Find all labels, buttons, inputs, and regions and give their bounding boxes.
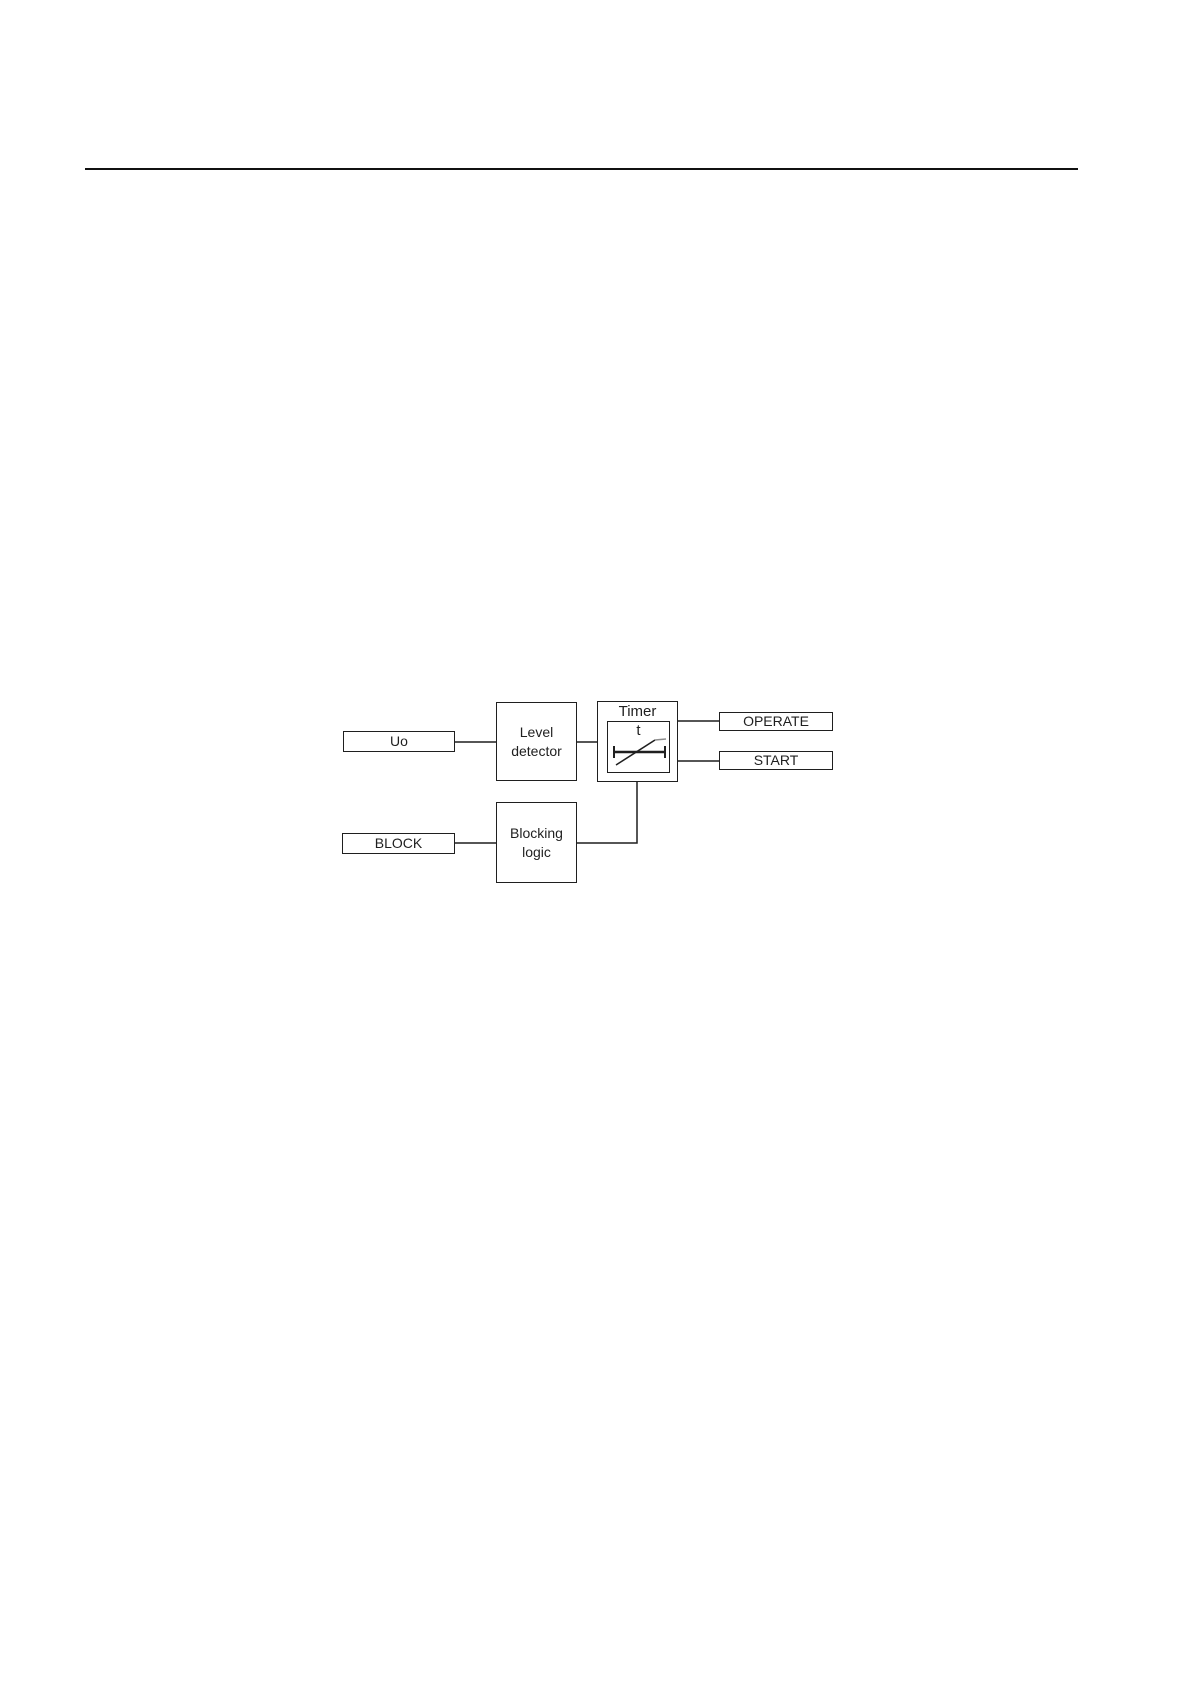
blocking-logic-label: Blocking logic (510, 824, 563, 860)
uo-input-box: Uo (343, 731, 455, 752)
level-detector-label: Level detector (511, 723, 562, 759)
start-output-box: START (719, 751, 833, 770)
start-output-label: START (753, 752, 799, 768)
timer-t-label: t (636, 722, 641, 739)
level-detector-block: Level detector (496, 702, 577, 781)
blocking-logic-block: Blocking logic (496, 802, 577, 883)
operate-output-box: OPERATE (719, 712, 833, 731)
uo-input-label: Uo (390, 733, 408, 749)
timer-block: Timer t (597, 701, 678, 782)
block-input-box: BLOCK (342, 833, 455, 854)
operate-output-label: OPERATE (743, 713, 809, 729)
block-input-label: BLOCK (374, 835, 423, 851)
timer-block-title: Timer (618, 703, 657, 720)
timer-symbol-box: t (607, 721, 670, 773)
header-rule (85, 168, 1078, 170)
definite-time-timer-icon (612, 737, 666, 766)
